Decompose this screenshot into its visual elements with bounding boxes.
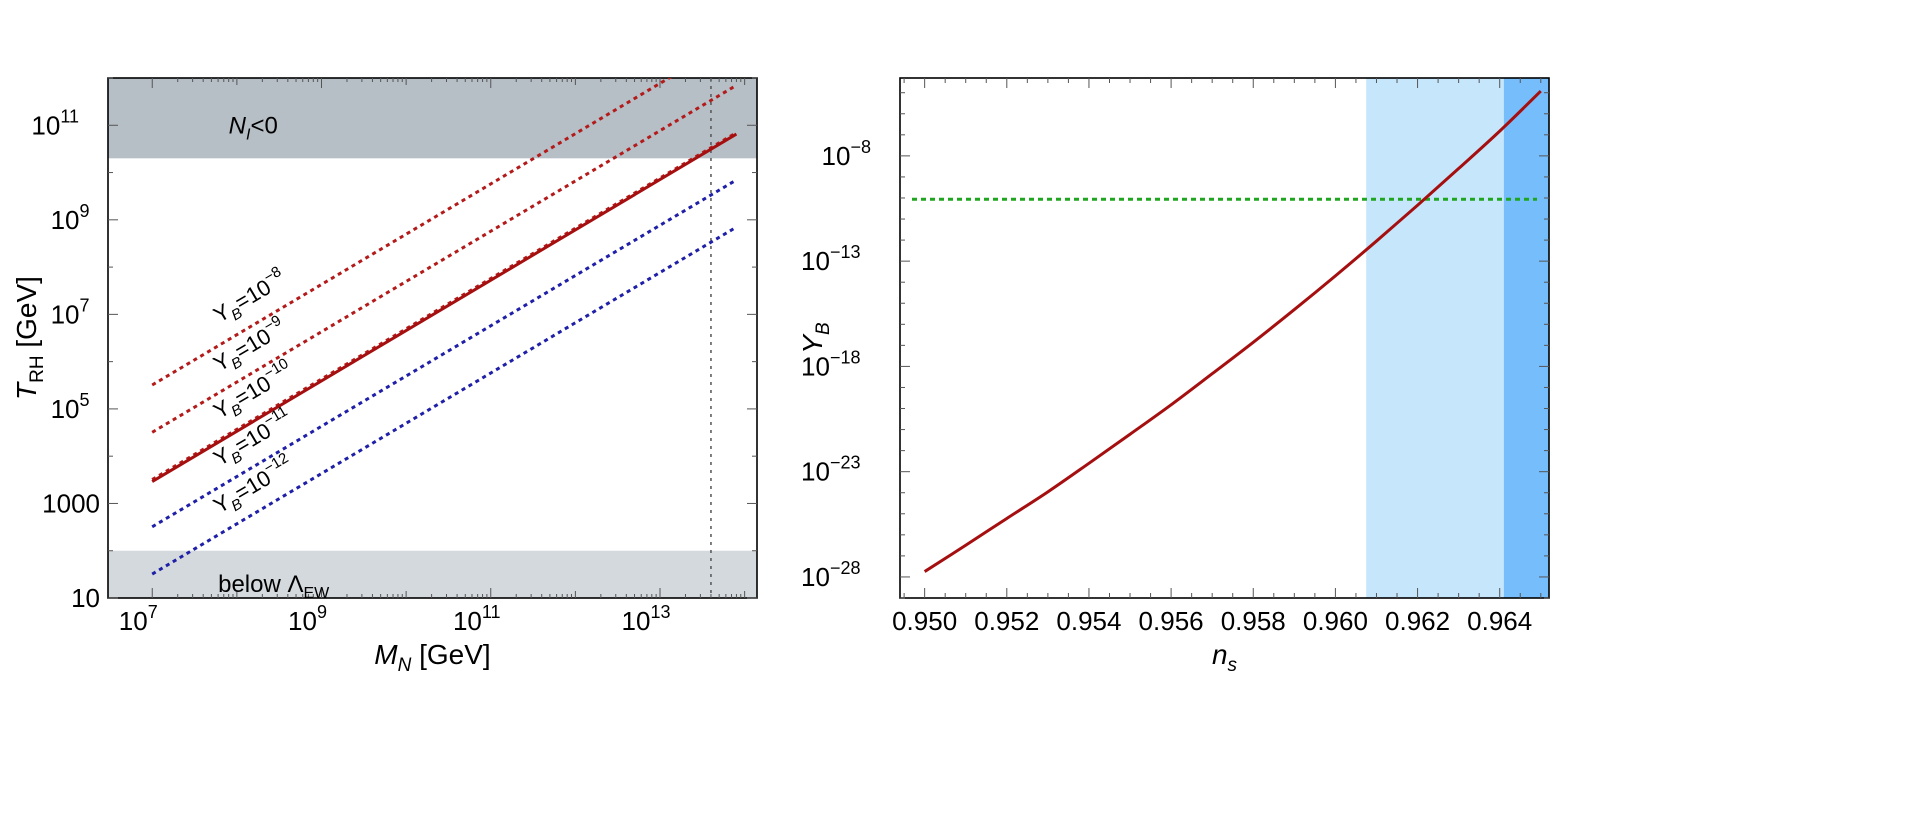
y-tick-label: 10 (71, 583, 100, 613)
series-line-dashed (151, 84, 738, 434)
y-tick-label: 105 (51, 390, 90, 424)
x-axis-title: MN [GeV] (374, 639, 490, 676)
x-tick-label: 107 (119, 602, 158, 636)
x-tick-label: 0.950 (892, 606, 957, 636)
y-tick-label: 10−8 (822, 137, 871, 171)
x-axis-title: ns (1212, 639, 1238, 676)
series-line-solid (151, 132, 738, 483)
x-tick-label: 0.958 (1221, 606, 1286, 636)
x-tick-label: 0.952 (974, 606, 1039, 636)
y-axis-title: TRH [GeV] (11, 276, 48, 400)
x-tick-label: 0.960 (1303, 606, 1368, 636)
y-tick-label: 107 (51, 295, 90, 329)
x-tick-label: 1011 (453, 602, 501, 636)
plot-frame (899, 77, 1550, 599)
y-tick-label: 10−13 (801, 242, 860, 276)
plot-lines (151, 78, 738, 598)
ns-band-1 (1366, 78, 1504, 598)
y-tick-label: 10−23 (801, 453, 860, 487)
series-line-dashed (151, 225, 738, 576)
excluded-region-upper (108, 78, 757, 159)
x-tick-label: 1013 (622, 602, 671, 636)
x-tick-label: 0.962 (1385, 606, 1450, 636)
y-tick-label: 10−18 (801, 347, 860, 381)
series-line-dashed (151, 178, 738, 529)
y-axis-title: YB (797, 322, 834, 354)
y-tick-label: 109 (51, 201, 90, 235)
series-line-dashed (151, 78, 672, 387)
right-chart: 0.950 0.952 0.954 0.956 0.958 0.960 0.962 0.964… (797, 77, 1550, 676)
series-line-solid (923, 89, 1542, 573)
excluded-region-lower (108, 550, 757, 598)
region-label-upper: NI<0 (229, 112, 278, 143)
series-line-dashed (151, 131, 738, 481)
x-tick-label: 0.964 (1467, 606, 1532, 636)
region-label-lower: below ΛEW (218, 571, 330, 602)
plot-frame (107, 77, 758, 599)
ns-band-2 (1503, 78, 1549, 598)
plot-lines (912, 89, 1542, 573)
x-tick-label: 0.954 (1056, 606, 1121, 636)
x-tick-label: 109 (288, 602, 327, 636)
tick-marks (900, 78, 1549, 599)
y-tick-label: 1000 (42, 488, 100, 518)
y-tick-label: 10−28 (801, 558, 860, 592)
x-tick-label: 0.956 (1139, 606, 1204, 636)
y-tick-label: 1011 (31, 106, 79, 140)
